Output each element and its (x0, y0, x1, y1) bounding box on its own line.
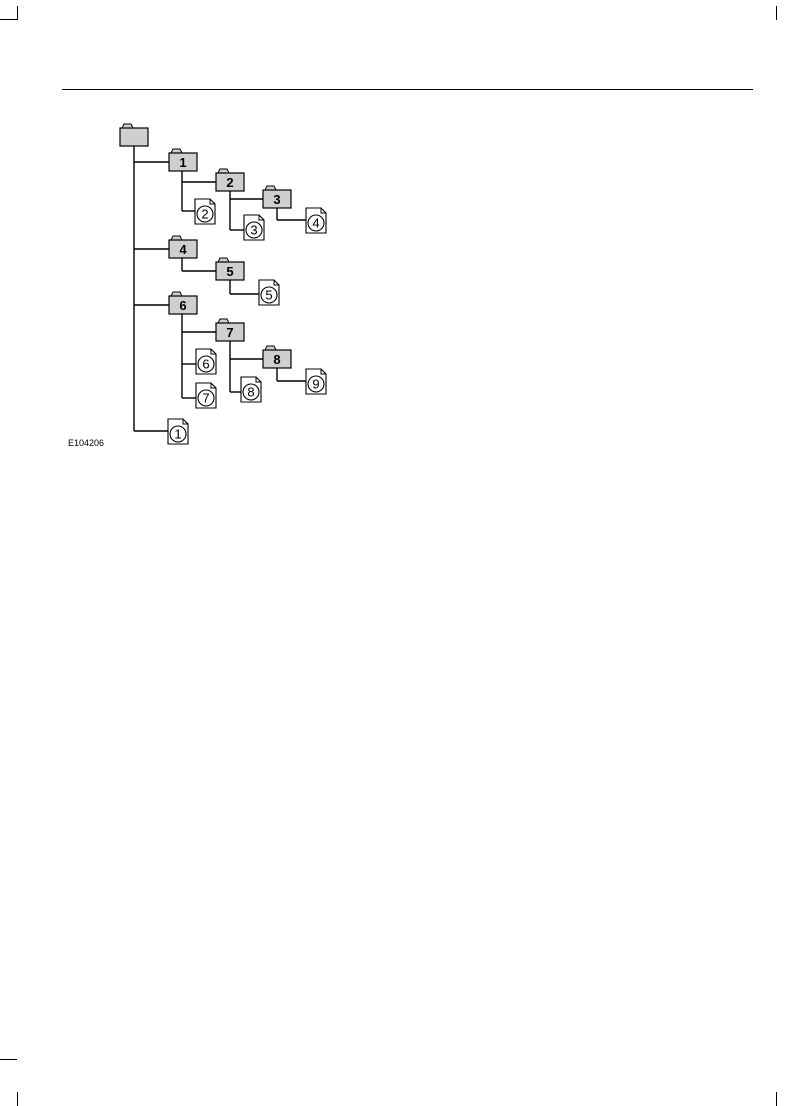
track-number-t2: 2 (201, 207, 208, 222)
track-file-icon-t8: 8 (241, 377, 261, 402)
track-number-t3: 3 (250, 223, 257, 238)
crop-mark-bottom-left-h (0, 1059, 17, 1060)
track-number-t4: 4 (312, 216, 319, 231)
folder-icon-f1: 1 (169, 149, 197, 171)
track-file-icon-t9: 9 (306, 369, 326, 394)
folder-icon-f3: 3 (263, 186, 291, 208)
track-number-t9: 9 (312, 377, 319, 392)
track-file-icon-t1: 1 (168, 419, 188, 444)
folder-icon-f4: 4 (169, 236, 197, 258)
folder-label-f2: 2 (226, 175, 233, 190)
track-number-t7: 7 (202, 391, 209, 406)
folder-label-f3: 3 (273, 192, 280, 207)
folder-label-f4: 4 (179, 242, 187, 257)
figure-id-label: E104206 (68, 438, 104, 448)
crop-mark-bottom-left (17, 1092, 18, 1106)
folder-icon-f2: 2 (216, 169, 244, 191)
folder-label-f1: 1 (179, 155, 186, 170)
track-number-t8: 8 (247, 385, 254, 400)
track-number-t6: 6 (202, 357, 209, 372)
folder-icon-root (120, 124, 148, 146)
folder-icon-f8: 8 (263, 346, 291, 368)
folder-label-f5: 5 (226, 264, 233, 279)
crop-mark-bottom-right (776, 1092, 777, 1106)
track-file-icon-t3: 3 (244, 215, 264, 240)
tree-nodes: 1 2 3 4 5 6 7 8 1 2 3 4 5 6 7 8 9 (120, 124, 326, 444)
track-file-icon-t4: 4 (306, 208, 326, 233)
track-file-icon-t7: 7 (196, 383, 216, 408)
track-file-icon-t2: 2 (195, 199, 215, 224)
track-number-t1: 1 (174, 427, 181, 442)
track-file-icon-t5: 5 (259, 280, 279, 305)
track-file-icon-t6: 6 (196, 349, 216, 374)
folder-label-f8: 8 (273, 352, 280, 367)
folder-label-f6: 6 (179, 298, 186, 313)
folder-tree-diagram: 1 2 3 4 5 6 7 8 1 2 3 4 5 6 7 8 9 (0, 0, 794, 470)
folder-icon-f7: 7 (216, 319, 244, 341)
track-number-t5: 5 (265, 288, 272, 303)
folder-label-f7: 7 (226, 325, 233, 340)
folder-icon-f5: 5 (216, 258, 244, 280)
folder-icon-f6: 6 (169, 292, 197, 314)
